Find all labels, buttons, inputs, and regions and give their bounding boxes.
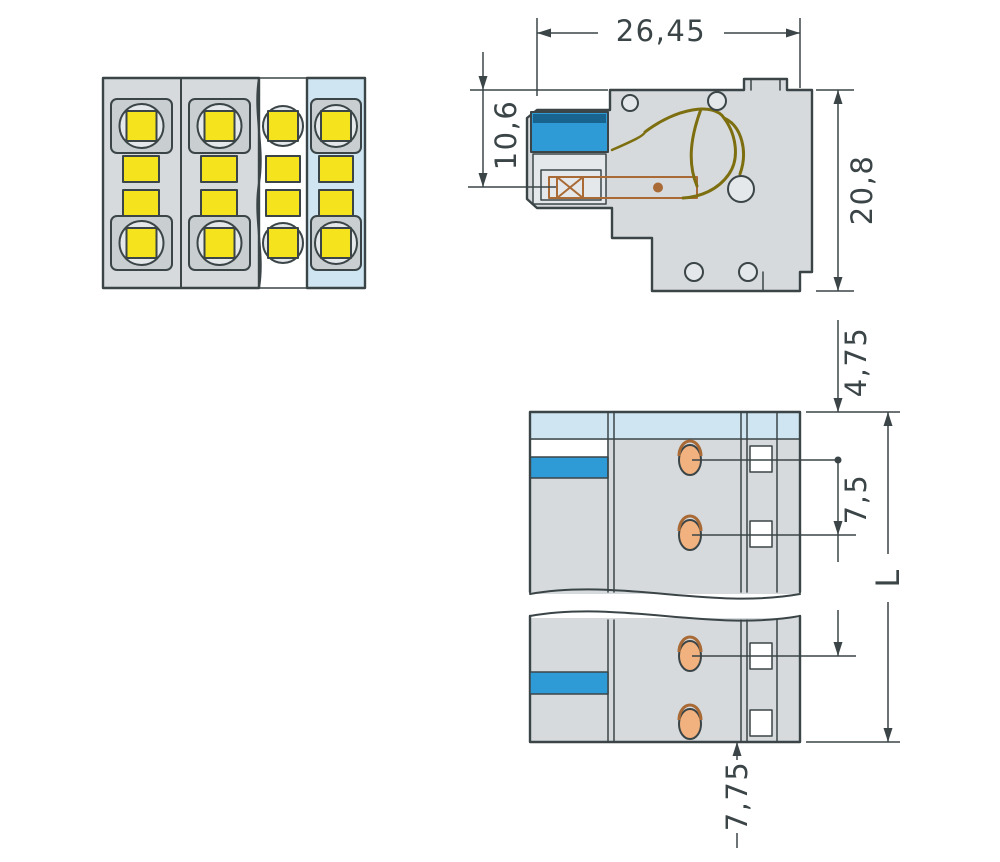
front-view [101, 76, 367, 290]
molding-hole [684, 262, 704, 282]
molding-hole [738, 262, 758, 282]
dim-overall-length-label: L [869, 568, 907, 587]
contact-hole-shadow [677, 635, 703, 653]
busbar-crimp-box [556, 176, 584, 199]
bottom-view [528, 410, 802, 744]
latch-window [531, 440, 607, 457]
break-contact-bottom [267, 227, 299, 259]
contact-hole-shadow [677, 514, 703, 532]
arrowhead-left [537, 28, 551, 38]
end-contact-bottom [320, 227, 352, 259]
locking-slide [529, 671, 609, 695]
side-latch [749, 709, 773, 737]
arrowhead-down [833, 521, 843, 535]
clamp-spring-leg [689, 107, 703, 188]
dim-entry-height-label: 10,6 [489, 100, 523, 171]
clamp-spring-hook [610, 130, 647, 152]
molding-hole [621, 94, 639, 112]
arrowhead-down [833, 642, 843, 656]
contact-hole-shadow [677, 439, 703, 457]
crimp-cross-line [556, 176, 584, 199]
dim-overall-height: 20,8 [816, 89, 879, 292]
marking-strip [530, 412, 800, 439]
side-view [525, 77, 814, 293]
arrowhead-down [478, 173, 488, 187]
end-busbar-upper [318, 155, 354, 183]
contact-hole [678, 708, 702, 740]
dim-bottom-to-center-label: 7,75 [720, 761, 754, 832]
dim-last-pole-reference [692, 610, 856, 657]
clamp-actuator-shadow [533, 114, 606, 123]
dim-bottom-to-center: 7,75 [720, 742, 754, 848]
arrowhead-down [883, 728, 893, 742]
clamp-spring-arm [643, 107, 737, 200]
front-break-section [256, 77, 308, 289]
dim-edge-to-center-label: 4,75 [839, 327, 873, 398]
molding-hole [707, 91, 727, 111]
arrowhead-up [833, 90, 843, 104]
arrowhead-right [786, 28, 800, 38]
break-busbar-upper [265, 155, 301, 183]
dim-entry-height: 10,6 [468, 52, 608, 188]
locking-slide [529, 456, 609, 479]
side-latch [749, 520, 773, 548]
side-latch [749, 445, 773, 473]
end-contact-top [320, 110, 352, 142]
dim-edge-to-center: 4,75 [833, 320, 873, 412]
break-busbar-lower [265, 189, 301, 217]
funnel-inner-frame [540, 169, 602, 201]
dim-width-label: 26,45 [616, 14, 707, 48]
end-busbar-lower [318, 189, 354, 217]
break-contact-top [267, 110, 299, 142]
arrowhead-down [478, 76, 488, 90]
front-end-pole [305, 76, 367, 290]
dim-width: 26,45 [536, 14, 801, 96]
contact-hole-shadow [677, 703, 703, 721]
busbar-rivet [653, 182, 663, 193]
break-wave-upper [529, 588, 801, 600]
molding-hole [727, 175, 755, 203]
upper-section-outline [528, 410, 802, 594]
arrowhead-down [833, 398, 843, 412]
wire-entry-funnel [532, 153, 607, 205]
break-wave-lower [529, 610, 801, 622]
dim-pitch-label: 7,5 [839, 474, 873, 525]
dim-overall-height-label: 20,8 [845, 155, 879, 226]
arrowhead-down [833, 277, 843, 291]
bottom-view-upper-section [528, 410, 802, 600]
dim-overall-length: L [806, 411, 907, 743]
bottom-view-lower-section [528, 610, 802, 744]
break-wave-left [256, 77, 262, 289]
clamp-spring-loop [722, 116, 745, 176]
arrowhead-up [883, 412, 893, 426]
arrowhead-up [732, 742, 742, 756]
dim-pitch: 7,5 [692, 456, 873, 562]
